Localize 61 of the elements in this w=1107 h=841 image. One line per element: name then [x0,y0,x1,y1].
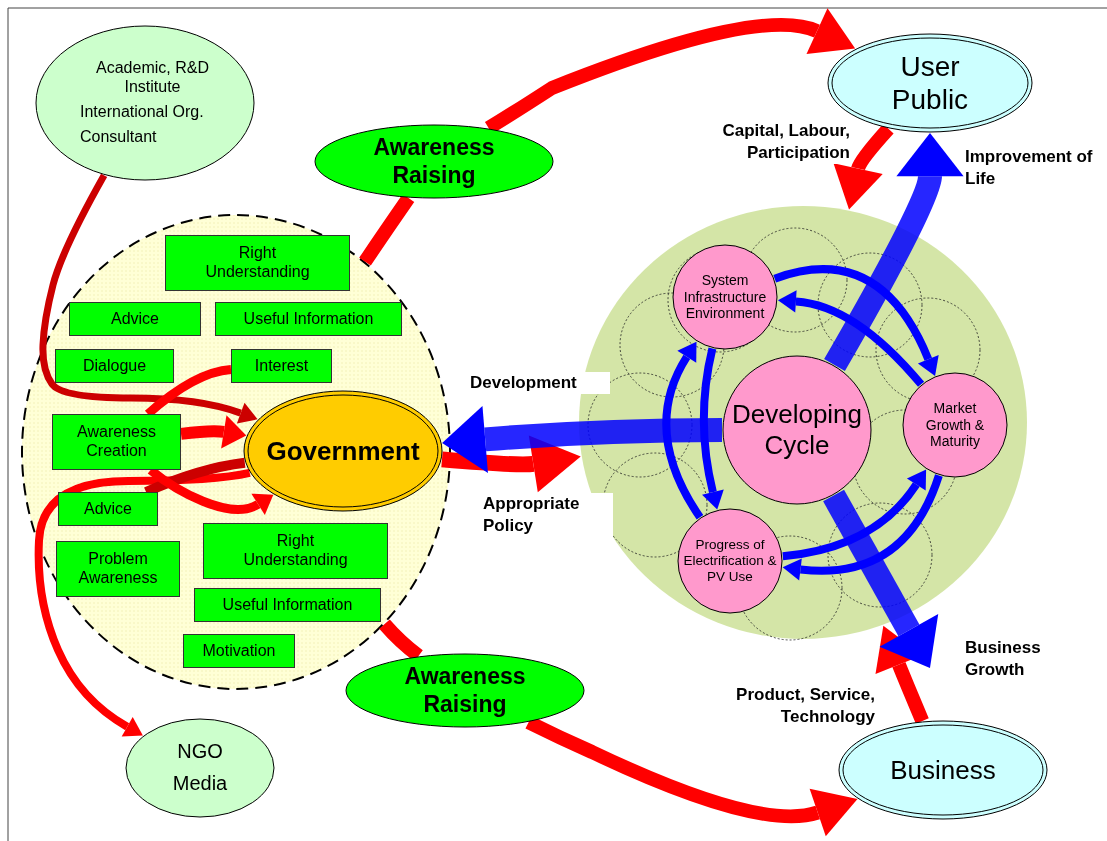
ellipse-node [35,25,255,181]
arrow [782,469,927,561]
arrow [662,341,704,520]
concept-box [215,302,402,336]
edge-label: Development [470,372,610,395]
hatched-circle [578,205,1028,640]
ellipse-node [125,718,275,818]
circle-node [677,508,783,614]
node-text: Problem Awareness [77,550,159,588]
node-text: Academic, R&D Institute [95,59,210,97]
edge-label: Appropriate Policy [483,493,613,538]
node-text: Right Understanding [204,244,311,282]
arrow [773,265,939,376]
concept-box [58,492,158,526]
concept-box [183,634,295,668]
node-text: System Infrastructure Environment [682,272,768,322]
concept-box [56,541,180,597]
circle-node [722,355,872,505]
concept-box [69,302,201,336]
node-text: Progress of Electrification & PV Use [682,537,778,585]
arrow [875,625,929,724]
node-text: User Public [890,49,970,117]
node-text: Dialogue [82,356,147,376]
node-text: Awareness Raising [403,663,527,718]
arrow [442,405,723,473]
node-text: Advice [111,309,159,329]
node-text: Advice [84,499,132,519]
node-text: Awareness Raising [372,134,496,189]
concept-box [194,588,381,622]
node-text: Consultant [80,127,157,147]
circle-node [672,244,778,350]
node-text: NGO [177,740,223,764]
node-text: Useful Information [243,309,374,329]
node-text: Developing Cycle [730,399,864,461]
arrow [778,290,925,387]
concept-box [55,349,174,383]
arrow [180,415,247,449]
node-text: International Org. [80,103,204,122]
arrow [39,173,258,424]
node-text: Useful Information [222,595,353,615]
ellipse-node [243,390,443,512]
node-text: Motivation [202,641,276,661]
ellipse-node [345,653,585,728]
circle-node [902,372,1008,478]
arrow [834,124,894,209]
node-text: Awareness Creation [76,423,157,461]
node-text: Right Understanding [242,532,349,570]
concept-box [231,349,332,383]
arrow [782,474,943,581]
concept-box [203,523,388,579]
node-text: Market Growth & Maturity [924,400,986,450]
arrow [34,469,251,737]
node-text: Business [890,754,996,786]
node-text: Government [266,435,420,467]
concept-box [165,235,350,291]
node-text: Interest [254,356,309,376]
connector-line [359,194,415,266]
ellipse-node [314,124,554,199]
arrow [699,347,724,510]
node-text: Media [172,772,228,796]
concept-box [52,414,181,470]
